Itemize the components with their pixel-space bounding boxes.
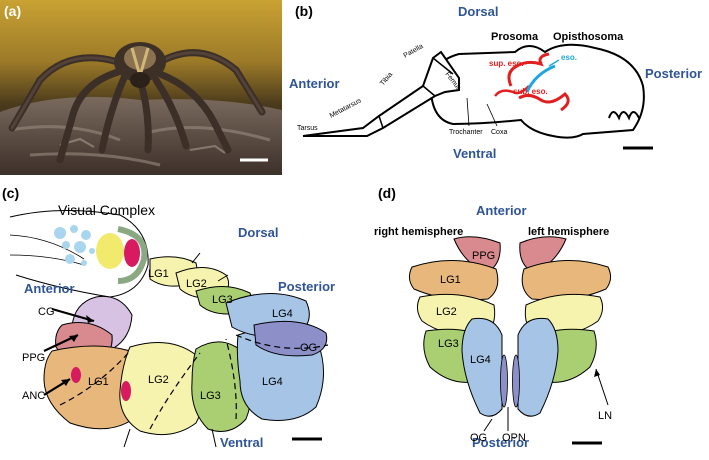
- c-anterior-label: Anterior: [24, 281, 75, 296]
- c-lg3-label: LG3: [200, 390, 221, 402]
- c-lg4-label: LG4: [262, 376, 283, 388]
- dorsal-brain-diagram: Anterior Posterior right hemisphere left…: [374, 203, 612, 450]
- panel-a: (a): [0, 0, 282, 175]
- b-trochanter-label: Trochanter: [449, 129, 483, 136]
- panel-b-label: (b): [295, 3, 313, 19]
- d-opn-label: OPN: [502, 432, 526, 444]
- lateral-brain-diagram: Visual Complex Dorsal Ventral Anterior P…: [9, 202, 335, 450]
- b-eso-label: eso.: [561, 53, 577, 62]
- c-cg-label: CG: [38, 306, 55, 318]
- d-posterior-label: Posterior: [472, 435, 529, 450]
- panel-d: Anterior Posterior right hemisphere left…: [360, 185, 709, 455]
- b-coxa-label: Coxa: [491, 129, 507, 136]
- c-dorsal-label: Dorsal: [238, 225, 278, 240]
- d-og-label: OG: [470, 432, 487, 444]
- panel-c-label: (c): [2, 185, 20, 201]
- b-patella-label: Patella: [403, 43, 425, 60]
- b-sup-eso-label: sup. eso.: [489, 59, 524, 68]
- d-ppg-label: PPG: [472, 250, 495, 262]
- c-anc-label: ANC: [22, 390, 45, 402]
- d-left-hemisphere-label: left hemisphere: [528, 226, 609, 238]
- panel-c: Visual Complex Dorsal Ventral Anterior P…: [0, 185, 360, 455]
- b-prosoma-label: Prosoma: [491, 31, 539, 43]
- c-lg3-upper-label: LG3: [212, 294, 233, 306]
- d-lg1-label: LG1: [440, 274, 461, 286]
- b-ventral-label: Ventral: [453, 146, 496, 161]
- b-opisthosoma-label: Opisthosoma: [553, 31, 624, 43]
- c-ppg-label: PPG: [22, 352, 45, 364]
- c-lg1-upper-label: LG1: [148, 268, 169, 280]
- d-ln-label: LN: [598, 410, 612, 422]
- c-lg1-label: LG1: [88, 376, 109, 388]
- b-metatarsus-label: Metatarsus: [329, 97, 363, 120]
- c-ventral-label: Ventral: [220, 435, 263, 450]
- panel-b: Dorsal Ventral Anterior Posterior Prosom…: [283, 0, 709, 175]
- c-title: Visual Complex: [58, 202, 155, 218]
- spider-photo: [0, 0, 282, 175]
- panel-a-label: (a): [4, 3, 22, 19]
- b-dorsal-label: Dorsal: [458, 4, 498, 19]
- d-lg2-label: LG2: [436, 306, 457, 318]
- panel-d-label: (d): [378, 185, 396, 201]
- body-plan-diagram: Dorsal Ventral Anterior Posterior Prosom…: [289, 4, 702, 161]
- b-posterior-label: Posterior: [645, 66, 702, 81]
- c-lg2-upper-label: LG2: [186, 278, 207, 290]
- c-posterior-label: Posterior: [278, 279, 335, 294]
- c-og-label: OG: [300, 342, 317, 354]
- d-lg4-label: LG4: [470, 354, 491, 366]
- b-tarsus-label: Tarsus: [297, 125, 318, 132]
- d-anterior-label: Anterior: [476, 203, 527, 218]
- b-tibia-label: Tibia: [379, 71, 394, 87]
- c-lg4-upper-label: LG4: [272, 308, 293, 320]
- d-lg3-label: LG3: [438, 338, 459, 350]
- b-anterior-label: Anterior: [289, 76, 340, 91]
- c-lg2-label: LG2: [148, 374, 169, 386]
- b-sub-eso-label: sub. eso.: [513, 87, 548, 96]
- d-right-hemisphere-label: right hemisphere: [374, 226, 463, 238]
